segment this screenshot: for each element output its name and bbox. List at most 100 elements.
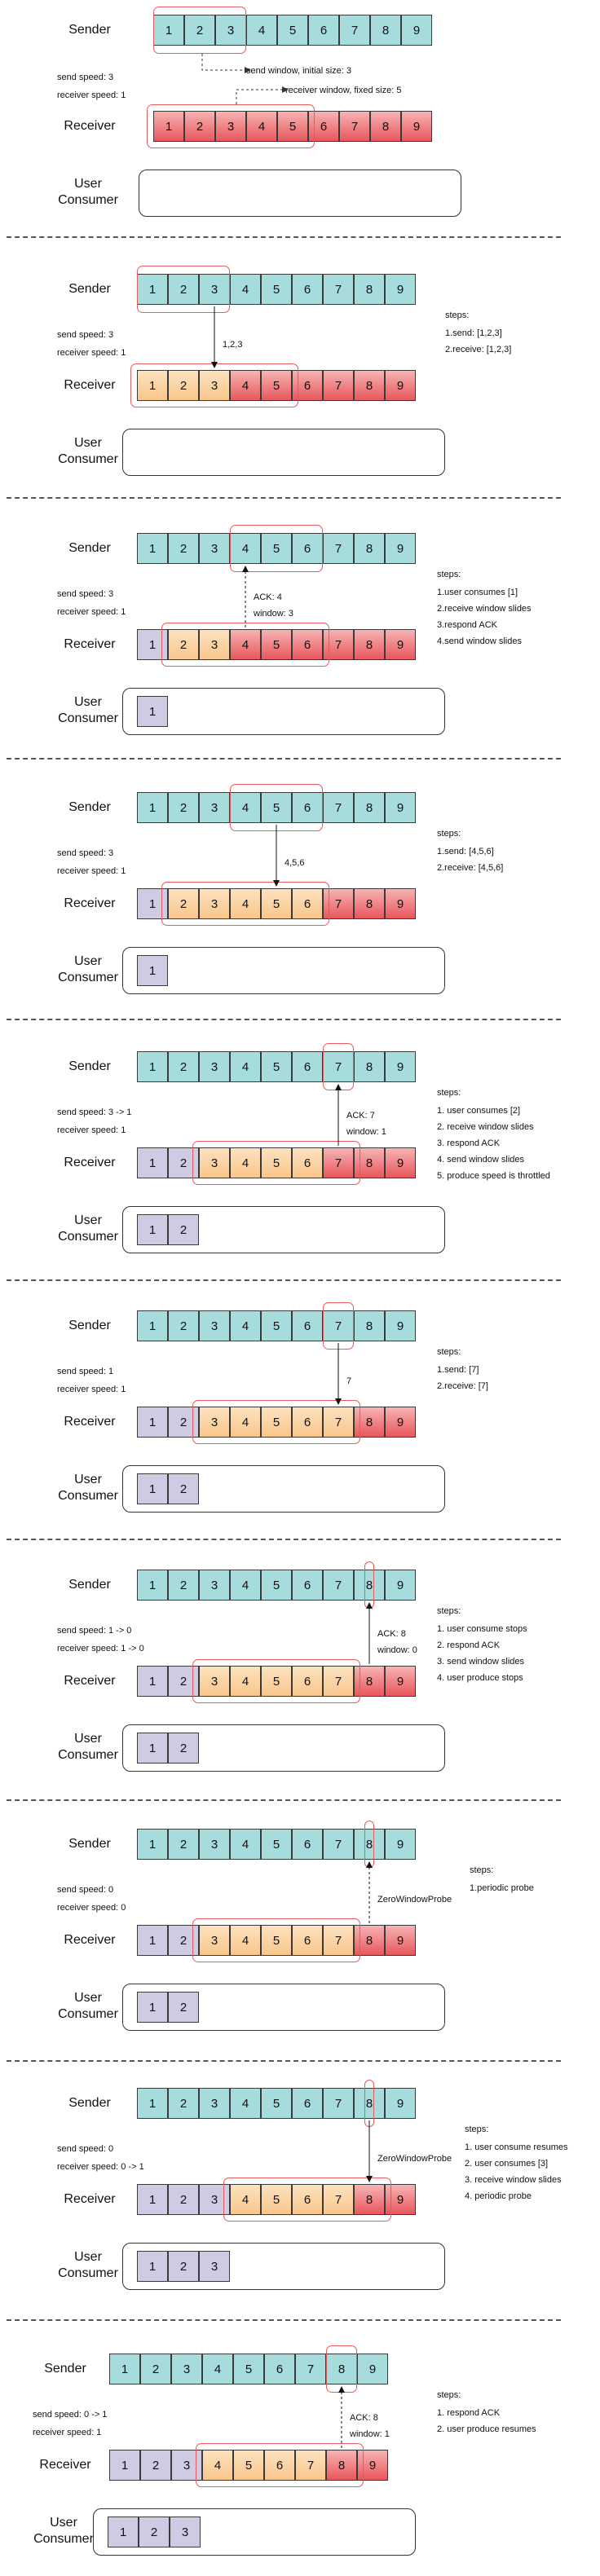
sender-cell: 5	[261, 1570, 292, 1601]
speed-text: receiver speed: 1 -> 0	[57, 1644, 144, 1653]
receive-window	[196, 2443, 364, 2487]
receiver-cell: 9	[357, 2450, 388, 2481]
sender-cell: 8	[354, 1051, 385, 1082]
receiver-cell: 5	[261, 370, 292, 401]
consumed-cell: 2	[168, 1992, 199, 2023]
receiver-cell: 3	[199, 370, 230, 401]
sender-cell: 3	[199, 274, 230, 305]
step-item: 1.send: [1,2,3]	[445, 328, 502, 338]
receiver-cell: 7	[339, 111, 370, 142]
receiver-cell: 1	[137, 1925, 168, 1956]
section-divider	[7, 236, 561, 238]
steps-heading: steps:	[465, 2125, 489, 2134]
receiver-cell: 4	[230, 1666, 261, 1697]
receive-window	[161, 623, 329, 667]
receiver-cell: 5	[261, 1925, 292, 1956]
sender-cell: 3	[199, 533, 230, 564]
steps-heading: steps:	[437, 1347, 461, 1357]
sender-cell: 9	[385, 533, 416, 564]
user-consumer-label: User Consumer	[58, 436, 118, 466]
receiver-cell: 4	[230, 2184, 261, 2215]
receiver-cell: 9	[385, 1147, 416, 1178]
step-item: 2.receive: [4,5,6]	[437, 863, 504, 873]
receive-window	[192, 1918, 360, 1962]
receiver-window-note: receiver window, fixed size: 5	[285, 86, 402, 95]
sender-cell: 9	[385, 1829, 416, 1860]
receiver-label: Receiver	[64, 1415, 116, 1429]
consumed-cell: 1	[137, 1733, 168, 1764]
consumed-cell: 3	[170, 2517, 201, 2547]
consumed-cell: 2	[168, 2251, 199, 2282]
sender-cell: 4	[230, 1051, 261, 1082]
arrow-label: 4,5,6	[285, 858, 305, 868]
sender-cell: 3	[199, 792, 230, 823]
sender-cell: 6	[292, 274, 323, 305]
receiver-cell: 6	[292, 1666, 323, 1697]
receiver-cell: 9	[385, 1666, 416, 1697]
sender-cell: 7	[323, 274, 354, 305]
section-divider	[7, 1539, 561, 1540]
sender-cell: 5	[261, 1051, 292, 1082]
receiver-label: Receiver	[64, 637, 116, 651]
speed-text: send speed: 3	[57, 589, 114, 599]
user-consumer-label: User Consumer	[58, 1732, 118, 1762]
receiver-cell: 7	[323, 2184, 354, 2215]
steps-heading: steps:	[437, 2390, 461, 2400]
consumed-cell: 3	[199, 2251, 230, 2282]
step-item: 4. user produce stops	[437, 1673, 523, 1683]
receiver-cell: 3	[199, 1666, 230, 1697]
sender-cell: 4	[230, 1310, 261, 1341]
sender-cell: 8	[354, 533, 385, 564]
receiver-cell: 9	[385, 1407, 416, 1438]
sender-cell: 4	[230, 1570, 261, 1601]
step-item: 5. produce speed is throttled	[437, 1171, 550, 1181]
sender-cell: 3	[199, 1829, 230, 1860]
receiver-cell: 2	[168, 888, 199, 919]
receiver-label: Receiver	[64, 1156, 116, 1169]
section-divider	[7, 2060, 561, 2062]
sender-label: Sender	[68, 1578, 111, 1592]
arrow-label: window: 1	[346, 1127, 386, 1137]
receiver-cell: 5	[261, 1666, 292, 1697]
consumed-cell: 1	[137, 1214, 168, 1245]
sender-label: Sender	[68, 1837, 111, 1851]
consumed-cell: 2	[168, 1733, 199, 1764]
receiver-cell: 3	[199, 1407, 230, 1438]
sender-label: Sender	[68, 541, 111, 555]
user-consumer-label: User Consumer	[58, 1213, 118, 1244]
speed-text: receiver speed: 1	[57, 866, 126, 876]
sender-cell: 5	[261, 1310, 292, 1341]
sender-cell: 2	[168, 1829, 199, 1860]
sender-cell: 6	[292, 1570, 323, 1601]
receiver-cell: 1	[137, 1666, 168, 1697]
step-item: 4.send window slides	[437, 636, 522, 646]
sender-cell: 7	[323, 1829, 354, 1860]
receiver-cell: 1	[137, 629, 168, 660]
sender-cell: 2	[168, 274, 199, 305]
steps-heading: steps:	[437, 570, 461, 579]
receiver-cell: 6	[292, 629, 323, 660]
sender-label: Sender	[68, 1319, 111, 1332]
speed-text: send speed: 0 -> 1	[33, 2410, 108, 2420]
step-item: 2.receive: [7]	[437, 1381, 488, 1391]
send-window	[153, 7, 246, 54]
arrow-label: ZeroWindowProbe	[377, 2154, 452, 2164]
receiver-label: Receiver	[64, 378, 116, 392]
consumed-cell: 1	[137, 2251, 168, 2282]
receiver-cell: 9	[401, 111, 432, 142]
arrow-label: ZeroWindowProbe	[377, 1895, 452, 1904]
steps-heading: steps:	[470, 1865, 494, 1875]
sender-cell: 3	[199, 1570, 230, 1601]
sender-cell: 2	[168, 1570, 199, 1601]
step-item: 3. send window slides	[437, 1657, 525, 1667]
sender-cell: 1	[137, 533, 168, 564]
user-consumer-box	[122, 947, 445, 994]
steps-heading: steps:	[445, 310, 470, 320]
sender-cell: 8	[354, 792, 385, 823]
sender-cell: 6	[264, 2354, 295, 2384]
receiver-cell: 2	[168, 2184, 199, 2215]
